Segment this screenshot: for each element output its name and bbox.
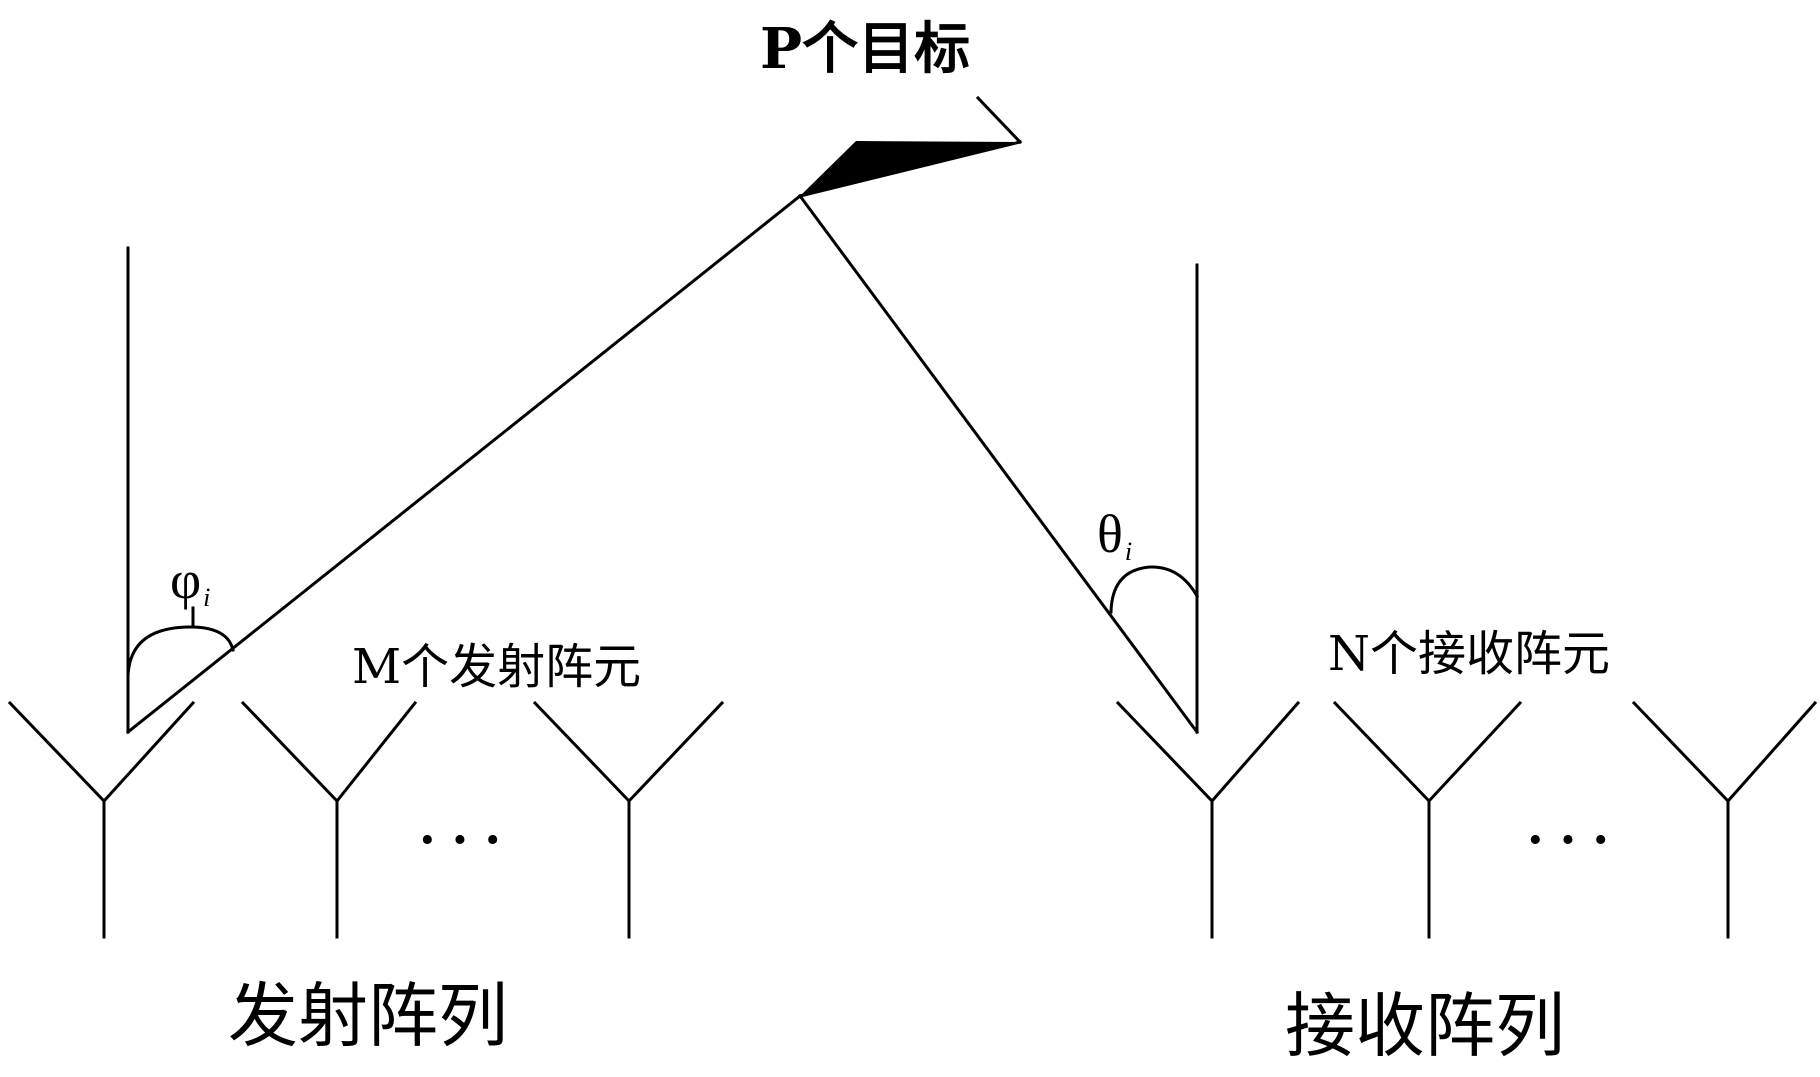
receive-array-label: 接收阵列 — [1285, 985, 1565, 1067]
receive-ellipsis: · · · — [1526, 809, 1610, 871]
transmit-path-line — [125, 193, 803, 735]
transmit-antenna-2 — [240, 700, 418, 939]
theta-angle-arc — [1109, 565, 1200, 614]
transmit-element-label: M个发射阵元 — [352, 639, 641, 695]
theta-angle-label: θi — [1097, 504, 1132, 566]
transmit-array-label: 发射阵列 — [228, 975, 508, 1057]
transmit-antenna-1 — [7, 700, 196, 939]
receive-path-line — [797, 193, 1200, 735]
transmit-antenna-3 — [532, 700, 725, 939]
receive-antenna-3 — [1631, 700, 1818, 939]
receive-antenna-1 — [1115, 700, 1301, 939]
receive-antenna-2 — [1332, 700, 1523, 939]
target-label: P个目标 — [760, 16, 970, 82]
receive-element-label: N个接收阵元 — [1328, 626, 1610, 682]
transmit-ellipsis: · · · — [418, 809, 502, 871]
aircraft-target-icon — [798, 95, 1023, 198]
phi-angle-label: φi — [170, 550, 210, 612]
phi-angle-arc — [126, 625, 235, 678]
